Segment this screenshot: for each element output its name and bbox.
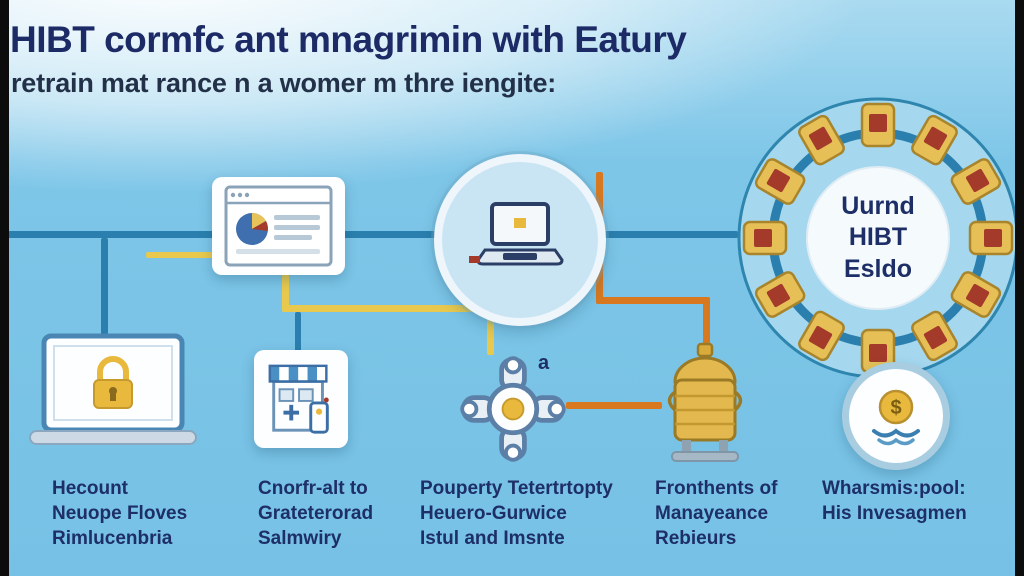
storefront-icon (268, 364, 329, 434)
browser-report-card (212, 177, 345, 275)
hub-center-text: Uurnd HIBT Esldo (736, 96, 1020, 380)
page-subtitle: retrain mat rance n a womer m thre iengi… (11, 68, 557, 98)
stray-letter-annotation: a (538, 352, 550, 374)
caption-finance: Wharsmis:pool: His Invesagmen (822, 476, 967, 526)
caption-line: Rimlucenbria (52, 528, 173, 550)
hub-line: HIBT (848, 223, 908, 252)
finance-circle-node: $ (842, 362, 950, 470)
connector-yellow-gear (487, 305, 494, 355)
boiler-tank-node (658, 342, 752, 464)
letterbox-left (0, 0, 9, 576)
caption-boiler: Fronthents of Manayeance Rebieurs (655, 476, 777, 551)
connector-teal-right (588, 231, 738, 238)
central-laptop-circle (434, 154, 606, 326)
caption-process-hub: Pouperty Tetertrtopty Heuero-Gurwice Ist… (420, 476, 613, 551)
caption-line: Istul and Imsnte (420, 528, 565, 550)
laptop-lock-icon (29, 333, 197, 445)
connector-yellow-mid (282, 305, 494, 312)
connector-teal-store (295, 312, 301, 352)
money-icon: $ (872, 389, 920, 446)
hub-line: Uurnd (841, 192, 915, 221)
connector-teal-mid (344, 231, 436, 238)
process-hub-icon (460, 356, 566, 462)
caption-storefront: Cnorfr-alt to Grateterorad Salmwiry (258, 476, 373, 551)
laptop-icon (469, 202, 564, 266)
browser-window-icon (224, 185, 333, 267)
letterbox-right (1015, 0, 1024, 576)
caption-line: His Invesagmen (822, 503, 967, 525)
caption-line: Fronthents of (655, 478, 778, 499)
hub-line: Esldo (843, 254, 913, 283)
connector-yellow-stub (146, 252, 214, 258)
connector-yellow-card-down (282, 273, 289, 311)
secure-laptop-node (28, 330, 198, 446)
connector-orange-tank (703, 297, 710, 349)
storefront-card (254, 350, 348, 448)
caption-line: Grateterorad (258, 503, 374, 525)
connector-teal-laptop (101, 238, 108, 338)
caption-line: Neuope Floves (52, 503, 188, 525)
caption-line: Hecount (52, 478, 128, 499)
connector-teal-left (8, 231, 214, 238)
page-title: HIBT cormfc ant mnagrimin with Eatury (10, 19, 687, 60)
boiler-tank-icon (667, 342, 743, 462)
caption-line: Pouperty Tetertrtopty (420, 478, 613, 499)
caption-line: Manayeance (655, 503, 769, 525)
caption-line: Cnorfr-alt to (258, 478, 368, 499)
connector-orange-gear-tank (566, 402, 662, 409)
caption-line: Rebieurs (655, 528, 737, 550)
caption-secure-laptop: Hecount Neuope Floves Rimlucenbria (52, 476, 187, 551)
caption-line: Heuero-Gurwice (420, 503, 567, 525)
connector-orange-upper (596, 297, 710, 304)
caption-line: Salmwiry (258, 528, 342, 550)
dollar-glyph: $ (890, 397, 901, 419)
process-hub-node (456, 352, 570, 466)
caption-line: Wharsmis:pool: (822, 478, 966, 499)
